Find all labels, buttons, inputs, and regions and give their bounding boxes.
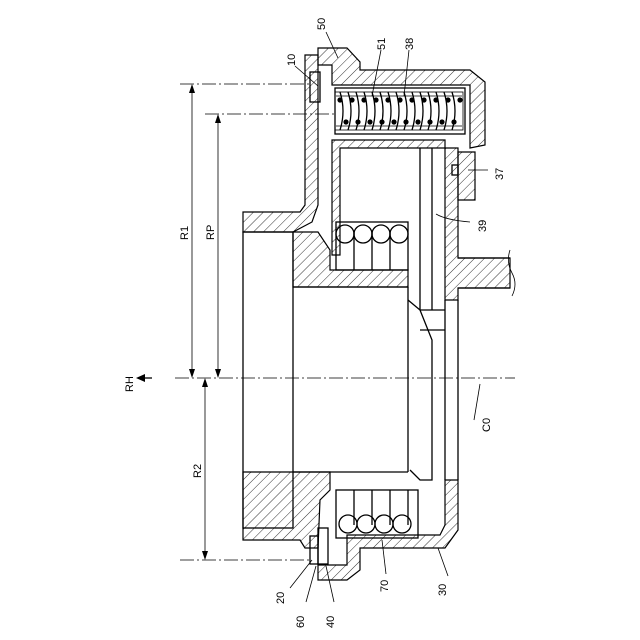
- r1-arrow-top: [189, 84, 195, 93]
- casing-lower-shell: [318, 480, 458, 580]
- plate-39-diagonal: [408, 300, 432, 480]
- coil-spring-51: [336, 92, 463, 130]
- r1-arrow-bottom: [189, 369, 195, 378]
- label-50: 50: [316, 18, 328, 30]
- label-70: 70: [379, 580, 391, 592]
- label-r1: R1: [179, 226, 191, 240]
- wound-coil-70: [336, 490, 418, 538]
- label-rp: RP: [205, 225, 217, 240]
- wound-coil-upper: [336, 222, 408, 270]
- hub-upper-section: [293, 232, 408, 287]
- label-37: 37: [494, 168, 506, 180]
- r2-arrow-bottom: [202, 551, 208, 560]
- label-51: 51: [376, 38, 388, 50]
- bracket-37: [458, 152, 475, 200]
- label-20: 20: [275, 592, 287, 604]
- label-30: 30: [437, 584, 449, 596]
- label-r2: R2: [192, 464, 204, 478]
- label-rh: RH: [124, 376, 136, 392]
- rp-arrow-bottom: [215, 369, 221, 378]
- label-60: 60: [295, 616, 307, 628]
- r2-arrow-top: [202, 378, 208, 387]
- label-10: 10: [286, 54, 298, 66]
- label-38: 38: [404, 38, 416, 50]
- label-c0: C0: [481, 418, 493, 432]
- rh-arrow-head: [136, 374, 145, 382]
- hub-upper-flange: [243, 55, 318, 232]
- rp-arrow-top: [215, 114, 221, 123]
- part-40: [318, 528, 328, 564]
- label-39: 39: [477, 220, 489, 232]
- label-40: 40: [325, 616, 337, 628]
